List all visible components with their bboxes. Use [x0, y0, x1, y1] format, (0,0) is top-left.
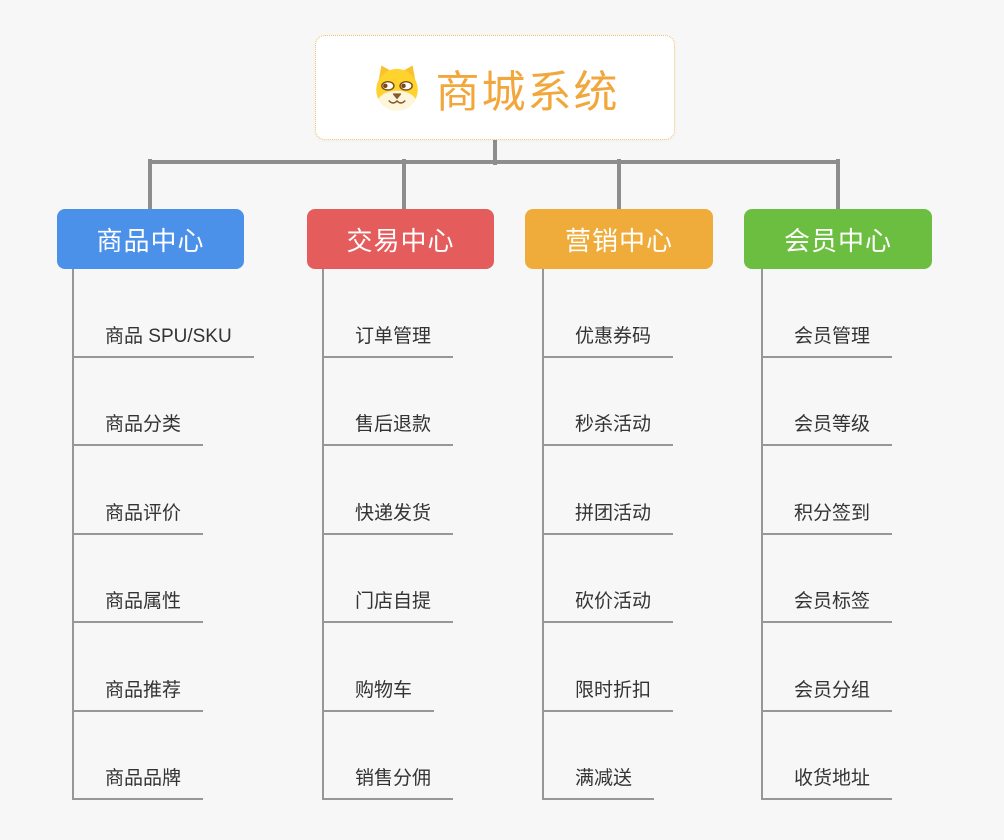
leaf-node[interactable]: 优惠券码 — [544, 269, 674, 358]
leaf-node[interactable]: 秒杀活动 — [544, 358, 674, 446]
leaf-node[interactable]: 商品品牌 — [74, 712, 204, 800]
branch-node-marketing-center[interactable]: 营销中心 — [525, 209, 713, 269]
leaf-node[interactable]: 销售分佣 — [324, 712, 454, 800]
root-node-label: 商城系统 — [435, 67, 620, 117]
leaf-node[interactable]: 门店自提 — [324, 535, 454, 623]
leaf-node[interactable]: 会员分组 — [763, 623, 893, 712]
leaf-node[interactable]: 商品 SPU/SKU — [74, 269, 254, 358]
branch-label: 会员中心 — [783, 225, 892, 256]
branch-label: 交易中心 — [346, 225, 455, 256]
leaf-node[interactable]: 购物车 — [324, 623, 435, 712]
leaf-node[interactable]: 收货地址 — [763, 712, 893, 800]
leaf-node[interactable]: 会员管理 — [763, 269, 893, 358]
leaf-node[interactable]: 限时折扣 — [544, 623, 674, 712]
branch-node-member-center[interactable]: 会员中心 — [744, 209, 932, 269]
leaf-column-marketing-center: 优惠券码 秒杀活动 拼团活动 砍价活动 限时折扣 满减送 — [542, 269, 674, 800]
leaf-node[interactable]: 订单管理 — [324, 269, 454, 358]
branch-label: 营销中心 — [564, 225, 673, 256]
leaf-node[interactable]: 商品推荐 — [74, 623, 204, 712]
leaf-column-trade-center: 订单管理 售后退款 快递发货 门店自提 购物车 销售分佣 — [322, 269, 454, 800]
leaf-node[interactable]: 满减送 — [544, 712, 655, 800]
leaf-node[interactable]: 积分签到 — [763, 446, 893, 535]
leaf-node[interactable]: 商品评价 — [74, 446, 204, 535]
branch-label: 商品中心 — [96, 225, 205, 256]
leaf-node[interactable]: 快递发货 — [324, 446, 454, 535]
leaf-node[interactable]: 拼团活动 — [544, 446, 674, 535]
branch-node-trade-center[interactable]: 交易中心 — [307, 209, 494, 269]
leaf-node[interactable]: 商品分类 — [74, 358, 204, 446]
leaf-column-product-center: 商品 SPU/SKU 商品分类 商品评价 商品属性 商品推荐 商品品牌 — [72, 269, 254, 800]
leaf-node[interactable]: 会员标签 — [763, 535, 893, 623]
leaf-column-member-center: 会员管理 会员等级 积分签到 会员标签 会员分组 收货地址 — [761, 269, 893, 800]
root-node[interactable]: 商城系统 — [315, 35, 675, 140]
leaf-node[interactable]: 商品属性 — [74, 535, 204, 623]
leaf-node[interactable]: 会员等级 — [763, 358, 893, 446]
leaf-node[interactable]: 砍价活动 — [544, 535, 674, 623]
dog-icon — [375, 64, 418, 111]
branch-node-product-center[interactable]: 商品中心 — [57, 209, 244, 269]
leaf-node[interactable]: 售后退款 — [324, 358, 454, 446]
